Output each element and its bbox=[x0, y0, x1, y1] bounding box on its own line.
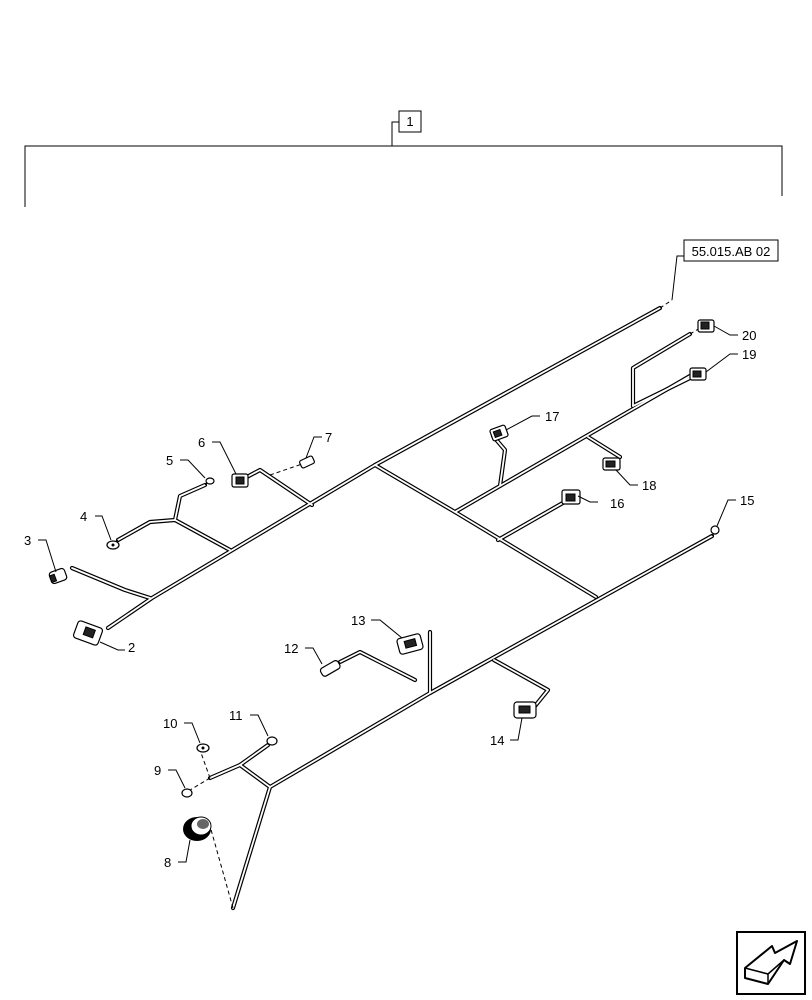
ring-terminal-5[interactable] bbox=[205, 477, 215, 485]
connector-6[interactable] bbox=[231, 473, 249, 488]
callout-12: 12 bbox=[284, 641, 298, 656]
callout-14: 14 bbox=[490, 733, 504, 748]
next-page-arrow-icon[interactable] bbox=[736, 931, 806, 995]
connector-3[interactable] bbox=[48, 567, 68, 585]
connector-2[interactable] bbox=[72, 620, 104, 646]
connector-13[interactable] bbox=[396, 633, 424, 655]
callout-labels: 2 3 4 5 6 7 8 9 10 11 12 13 14 15 16 17 bbox=[24, 325, 756, 870]
callout-16: 16 bbox=[610, 496, 624, 511]
connector-19[interactable] bbox=[689, 367, 707, 381]
connector-17[interactable] bbox=[489, 424, 509, 442]
callout-5: 5 bbox=[166, 453, 173, 468]
callout-10: 10 bbox=[163, 716, 177, 731]
connector-18[interactable] bbox=[602, 457, 621, 471]
connector-7[interactable] bbox=[299, 455, 315, 469]
callout-20: 20 bbox=[742, 328, 756, 343]
connector-20[interactable] bbox=[697, 319, 715, 333]
ring-terminal-10[interactable] bbox=[196, 743, 210, 753]
ring-terminal-9[interactable] bbox=[181, 788, 193, 798]
harness-wires bbox=[69, 305, 715, 911]
callout-18: 18 bbox=[642, 478, 656, 493]
callout-8: 8 bbox=[164, 855, 171, 870]
callout-15: 15 bbox=[740, 493, 754, 508]
reference-label: 55.015.AB 02 bbox=[692, 244, 771, 259]
callout-17: 17 bbox=[545, 409, 559, 424]
connector-12[interactable] bbox=[319, 660, 341, 678]
assembly-bracket: 1 bbox=[24, 110, 783, 207]
ring-terminal-11[interactable] bbox=[266, 736, 278, 746]
callout-9: 9 bbox=[154, 763, 161, 778]
callout-1: 1 bbox=[406, 114, 413, 129]
callout-6: 6 bbox=[198, 435, 205, 450]
callout-3: 3 bbox=[24, 533, 31, 548]
ring-terminal-15[interactable] bbox=[710, 525, 720, 535]
connector-16[interactable] bbox=[561, 489, 581, 505]
callout-13: 13 bbox=[351, 613, 365, 628]
reference-link[interactable]: 55.015.AB 02 bbox=[671, 239, 779, 301]
round-connector-8[interactable] bbox=[183, 816, 212, 841]
callout-19: 19 bbox=[742, 347, 756, 362]
callout-7: 7 bbox=[325, 430, 332, 445]
callout-2: 2 bbox=[128, 640, 135, 655]
callout-4: 4 bbox=[80, 509, 87, 524]
connector-14[interactable] bbox=[513, 701, 537, 719]
ring-terminal-4[interactable] bbox=[106, 540, 120, 550]
callout-11: 11 bbox=[229, 708, 243, 723]
